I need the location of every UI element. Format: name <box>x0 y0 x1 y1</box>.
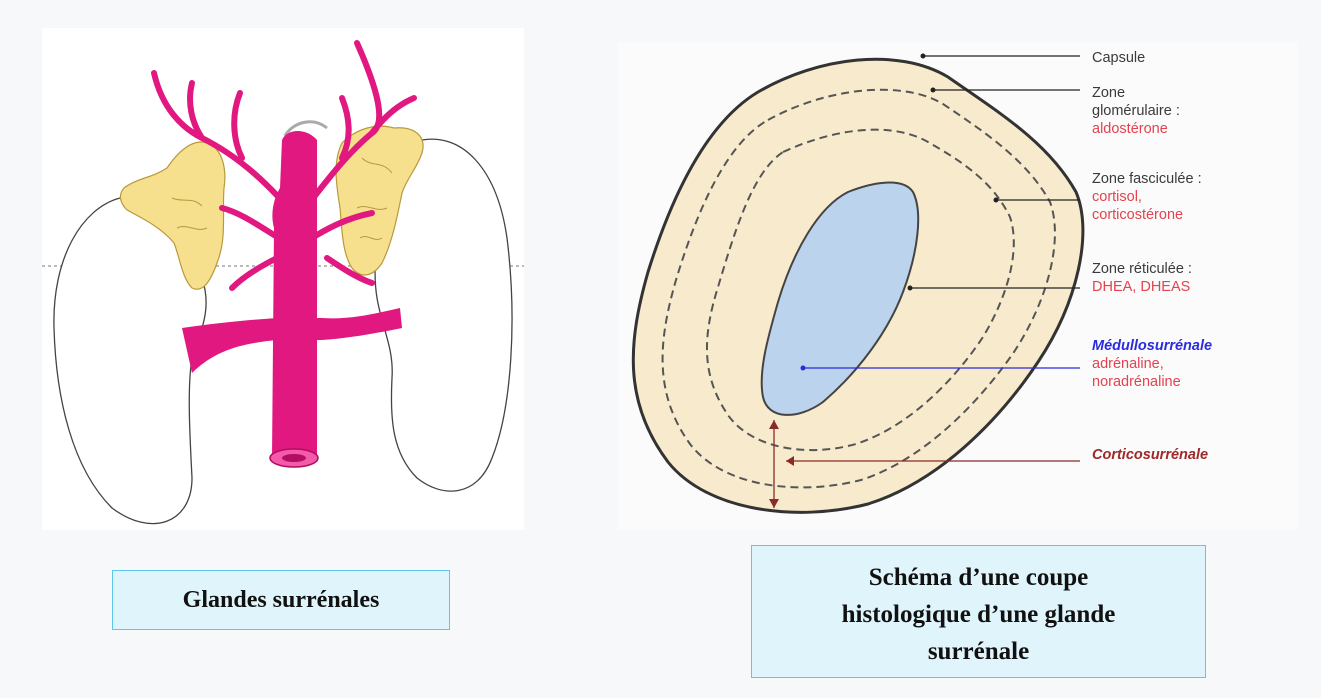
label-zone-glomerulaire-2: glomérulaire : <box>1092 102 1180 120</box>
caption-adrenal-glands-text: Glandes surrénales <box>183 587 380 613</box>
caption-line-2: histologique d’une glande <box>752 596 1205 633</box>
label-cortisol: cortisol, <box>1092 188 1142 206</box>
label-aldosterone: aldostérone <box>1092 120 1168 138</box>
label-zone-reticulee: Zone réticulée : <box>1092 260 1192 278</box>
vena-cava <box>272 131 317 458</box>
label-capsule: Capsule <box>1092 49 1145 67</box>
caption-line-3: surrénale <box>752 633 1205 670</box>
label-corticosterone: corticostérone <box>1092 206 1183 224</box>
adrenal-glands-illustration <box>42 28 524 530</box>
label-zone-glomerulaire-1: Zone <box>1092 84 1125 102</box>
adrenal-glands-illustration-panel <box>42 28 524 530</box>
caption-histology-section: Schéma d’une coupe histologique d’une gl… <box>751 545 1206 678</box>
label-dhea: DHEA, DHEAS <box>1092 278 1190 296</box>
label-zone-fasciculee: Zone fasciculée : <box>1092 170 1202 188</box>
caption-adrenal-glands: Glandes surrénales <box>112 570 450 630</box>
label-noradrenaline: noradrénaline <box>1092 373 1181 391</box>
histology-section-panel: Capsule Zone glomérulaire : aldostérone … <box>618 42 1298 530</box>
label-adrenaline: adrénaline, <box>1092 355 1164 373</box>
vena-cava-lumen <box>282 454 306 462</box>
label-corticosurrenale: Corticosurrénale <box>1092 446 1208 464</box>
label-medullosurrenale: Médullosurrénale <box>1092 337 1212 355</box>
caption-line-1: Schéma d’une coupe <box>752 559 1205 596</box>
